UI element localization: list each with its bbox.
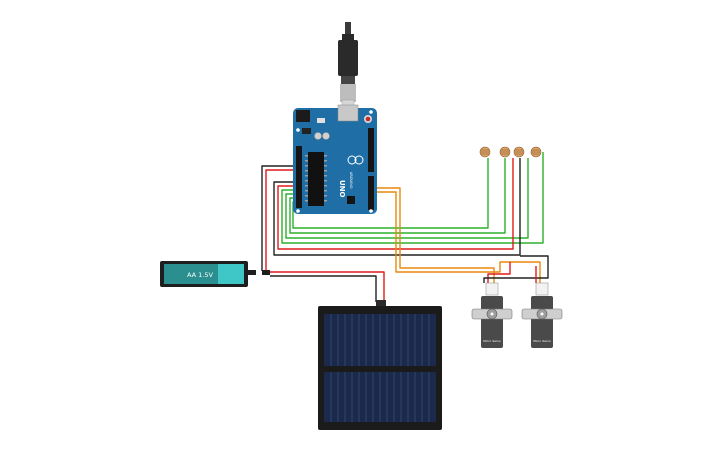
usb-port [337,104,359,122]
wire-black[interactable] [270,275,377,302]
photoresistor[interactable] [479,146,491,158]
analog-header [368,176,374,210]
power-jack [296,110,310,122]
wire-black[interactable] [261,165,296,271]
wire-red[interactable] [277,158,514,250]
battery-connector [262,270,270,275]
micro-servo-2[interactable]: Micro Servo [521,282,563,348]
board-brand-label: UNO [338,180,346,198]
wire-red[interactable] [270,271,385,302]
arduino-uno-board[interactable]: UNO ARDUINO [293,104,377,214]
wire-black[interactable] [273,158,521,256]
wire-orange[interactable] [374,191,541,283]
wire-black[interactable] [483,255,549,283]
aa-battery[interactable]: AA 1.5V [160,261,270,287]
board-subtitle-label: ARDUINO [349,172,353,189]
power-header [296,146,302,208]
servo-label: Micro Servo [483,339,501,343]
digital-header [368,128,374,172]
photoresistor[interactable] [513,146,525,158]
servo-label: Micro Servo [533,339,551,343]
wire-red[interactable] [265,169,296,271]
wire-green[interactable] [285,158,529,239]
micro-servo-1[interactable]: Micro Servo [471,282,513,348]
arduino-logo [347,155,364,165]
atmega-chip [308,152,324,206]
wires [261,152,549,302]
wire-green[interactable] [289,158,506,234]
photoresistors [479,146,542,158]
solar-panel[interactable] [318,300,442,430]
photoresistor[interactable] [499,146,511,158]
wire-orange[interactable] [374,187,495,283]
wire-green[interactable] [281,152,544,244]
battery-label: AA 1.5V [187,271,213,279]
photoresistor[interactable] [530,146,542,158]
